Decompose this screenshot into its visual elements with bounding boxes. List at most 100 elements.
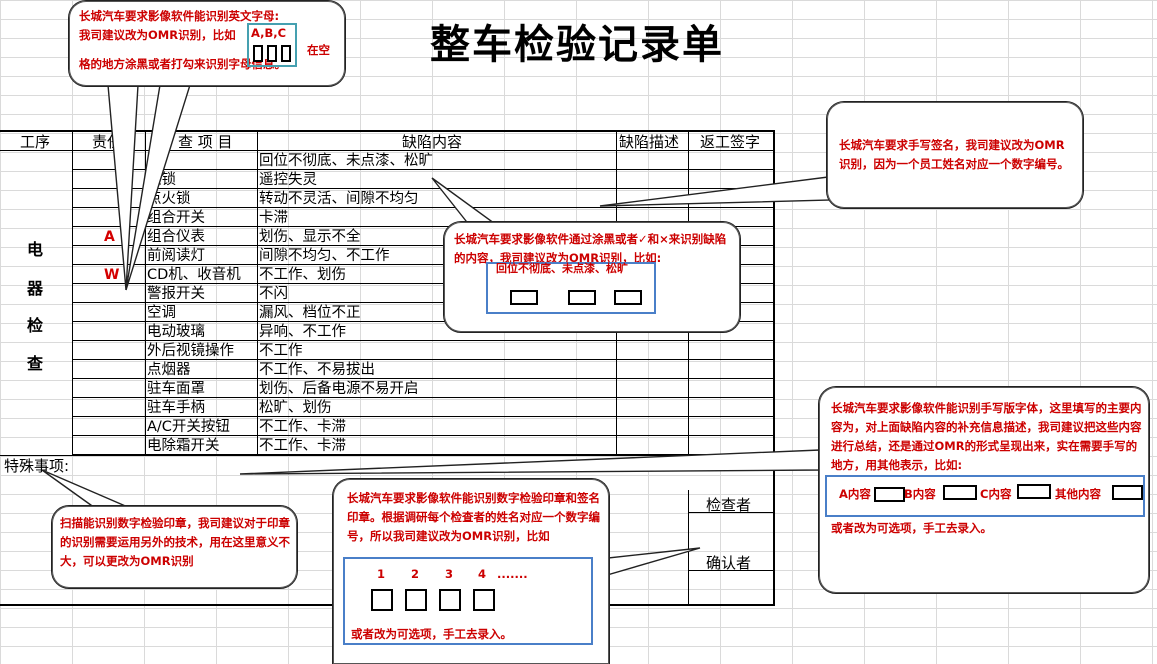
table-vline bbox=[72, 131, 73, 455]
special-notes-label: 特殊事项: bbox=[4, 457, 70, 475]
letter-checkbox[interactable] bbox=[267, 45, 277, 62]
defect-checkbox[interactable] bbox=[614, 290, 642, 305]
row-item: 电动玻璃 bbox=[147, 324, 205, 340]
table-hline bbox=[72, 397, 775, 398]
header-item: 查 项 目 bbox=[178, 133, 233, 151]
row-defect: 卡滞 bbox=[259, 210, 288, 226]
row-defect: 不工作 bbox=[259, 343, 303, 359]
option-b-checkbox[interactable] bbox=[943, 485, 977, 500]
row-item: 组合开关 bbox=[147, 210, 205, 226]
row-defect: 不工作、卡滞 bbox=[259, 419, 346, 435]
table-hline bbox=[0, 150, 775, 151]
table-hline bbox=[688, 570, 775, 571]
callout-number-stamp-text: 长城汽车要求影像软件能识别数字检验印章和签名印章。根据调研每个检查者的姓名对应一… bbox=[347, 491, 600, 543]
table-hline bbox=[72, 302, 775, 303]
table-hline bbox=[72, 283, 775, 284]
row-item: 驻车面罩 bbox=[147, 381, 205, 397]
table-hline bbox=[72, 359, 775, 360]
row-defect: 不工作、划伤 bbox=[259, 267, 346, 283]
section-label-2: 器 bbox=[27, 279, 44, 298]
callout-stamp: 扫描能识别数字检验印章，我司建议对于印章的识别需要运用另外的技术，用在这里意义不… bbox=[51, 505, 298, 589]
defect-checkbox[interactable] bbox=[510, 290, 538, 305]
table-hline bbox=[0, 455, 775, 456]
digit-3: 3 bbox=[445, 567, 454, 581]
header-rework-sign: 返工签字 bbox=[700, 133, 761, 151]
table-vline bbox=[145, 131, 146, 455]
option-a-checkbox[interactable] bbox=[874, 487, 905, 502]
section-label-1: 电 bbox=[27, 240, 44, 259]
digit-checkbox[interactable] bbox=[405, 589, 427, 611]
row-defect: 划伤、显示不全 bbox=[259, 229, 361, 245]
letters-sample: A,B,C bbox=[251, 26, 287, 40]
callout-stamp-text: 扫描能识别数字检验印章，我司建议对于印章的识别需要运用另外的技术，用在这里意义不… bbox=[60, 516, 290, 568]
header-defect-desc: 缺陷描述 bbox=[619, 133, 680, 151]
letters-sample-frame bbox=[247, 23, 297, 67]
table-hline bbox=[688, 512, 775, 513]
row-item: 外后视镜操作 bbox=[147, 343, 234, 359]
defect-sample-frame bbox=[486, 262, 656, 314]
row-item: 空调 bbox=[147, 305, 176, 321]
table-vline bbox=[688, 490, 689, 606]
row-defect: 不工作、卡滞 bbox=[259, 438, 346, 454]
option-c-label: C内容 bbox=[980, 487, 1012, 501]
callout-handwriting-note: 或者改为可选项，手工去录入。 bbox=[831, 521, 992, 535]
option-other-checkbox[interactable] bbox=[1112, 485, 1143, 500]
digit-ellipsis: ....... bbox=[497, 567, 528, 581]
callout-defect-text: 长城汽车要求影像软件通过涂黑或者✓和×来识别缺陷的内容，我司建议改为OMR识别，… bbox=[454, 232, 727, 265]
digit-checkbox[interactable] bbox=[439, 589, 461, 611]
letter-checkbox[interactable] bbox=[253, 45, 263, 62]
table-hline bbox=[72, 340, 775, 341]
header-defect-content: 缺陷内容 bbox=[402, 133, 463, 151]
digit-1: 1 bbox=[377, 567, 386, 581]
row-item: 组合仪表 bbox=[147, 229, 205, 245]
callout-signature-text: 长城汽车要求手写签名，我司建议改为OMR识别，因为一个员工姓名对应一个数字编号。 bbox=[839, 138, 1069, 171]
option-c-checkbox[interactable] bbox=[1017, 484, 1051, 499]
row-defect: 间隙不均匀、不工作 bbox=[259, 248, 390, 264]
row-item: 前阅读灯 bbox=[147, 248, 205, 264]
digit-4: 4 bbox=[478, 567, 487, 581]
row-defect: 回位不彻底、未点漆、松旷 bbox=[259, 153, 433, 169]
row-defect: 漏风、档位不正 bbox=[259, 305, 361, 321]
section-label-4: 查 bbox=[27, 354, 44, 373]
handwriting-sample-frame bbox=[825, 475, 1145, 517]
row-item: A/C开关按钮 bbox=[147, 419, 230, 435]
table-hline bbox=[72, 188, 775, 189]
row-item: 电除霜开关 bbox=[147, 438, 220, 454]
table-hline bbox=[72, 264, 775, 265]
defect-sample-text: 回位不彻底、未点漆、松旷 bbox=[496, 262, 628, 275]
confirmer-label: 确认者 bbox=[706, 554, 752, 572]
red-letter-w: W bbox=[104, 267, 120, 283]
callout-handwriting-text: 长城汽车要求影像软件能识别手写版字体，这里填写的主要内容为，对上面缺陷内容的补充… bbox=[831, 401, 1142, 472]
callout-signature: 长城汽车要求手写签名，我司建议改为OMR识别，因为一个员工姓名对应一个数字编号。 bbox=[826, 101, 1084, 209]
header-process: 工序 bbox=[20, 133, 51, 151]
table-hline bbox=[72, 207, 775, 208]
row-item: 点火锁 bbox=[147, 191, 191, 207]
callout-letters-line1: 长城汽车要求影像软件能识别英文字母: bbox=[79, 9, 280, 23]
table-hline bbox=[72, 416, 775, 417]
table-vline bbox=[257, 131, 258, 455]
callout-letters: 长城汽车要求影像软件能识别英文字母: 我司建议改为OMR识别，比如 格的地方涂黑… bbox=[68, 0, 346, 87]
page-title: 整车检验记录单 bbox=[430, 22, 724, 68]
callout-number-stamp: 长城汽车要求影像软件能识别数字检验印章和签名印章。根据调研每个检查者的姓名对应一… bbox=[332, 478, 610, 664]
row-defect: 异响、不工作 bbox=[259, 324, 346, 340]
digit-checkbox[interactable] bbox=[371, 589, 393, 611]
callout-letters-line2b: 在空 bbox=[307, 43, 330, 57]
option-other-label: 其他内容 bbox=[1055, 487, 1101, 501]
row-defect: 松旷、划伤 bbox=[259, 400, 332, 416]
table-hline bbox=[72, 226, 775, 227]
inspector-label: 检查者 bbox=[706, 496, 752, 514]
section-label-3: 检 bbox=[27, 316, 44, 335]
row-defect: 不闪 bbox=[259, 286, 288, 302]
row-defect: 转动不灵活、间隙不均匀 bbox=[259, 191, 419, 207]
letter-checkbox[interactable] bbox=[281, 45, 291, 62]
row-item: CD机、收音机 bbox=[147, 267, 241, 283]
header-responsible: 责任 bbox=[92, 133, 123, 151]
digit-2: 2 bbox=[411, 567, 420, 581]
number-sample-frame bbox=[343, 557, 593, 645]
callout-letters-line2: 我司建议改为OMR识别，比如 bbox=[79, 28, 236, 42]
digit-checkbox[interactable] bbox=[473, 589, 495, 611]
table-hline bbox=[72, 245, 775, 246]
defect-checkbox[interactable] bbox=[568, 290, 596, 305]
row-item: 踏 bbox=[147, 153, 162, 169]
row-item: 点烟器 bbox=[147, 362, 191, 378]
